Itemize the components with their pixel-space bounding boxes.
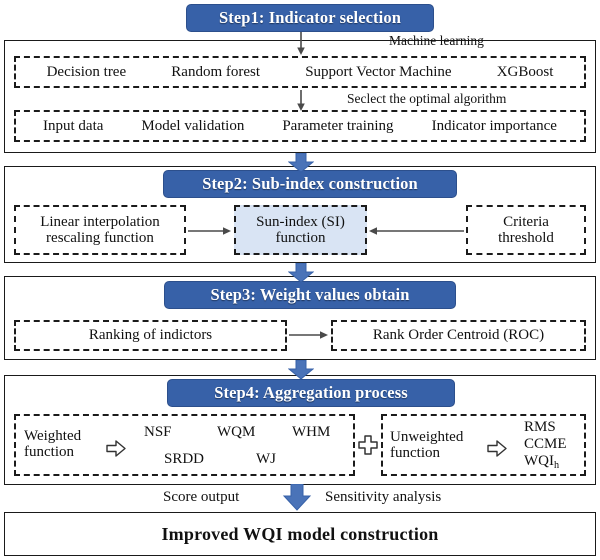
step4-weighted-box: Weighted function NSF WQM WHM SRDD WJ	[14, 414, 355, 476]
footer-sensitivity-analysis-label: Sensitivity analysis	[325, 489, 442, 505]
step2-sub-index-text: Sun-index (SI) function	[256, 214, 345, 246]
step2-header: Step2: Sub-index construction	[163, 170, 457, 198]
connector-arrow-step2-step3	[288, 263, 314, 283]
step2-left-line1: Linear interpolation	[40, 213, 160, 230]
hollow-right-arrow-icon-weighted	[106, 440, 126, 457]
result-bar-text: Improved WQI model construction	[161, 523, 439, 544]
step2-center-line1: Sun-index (SI)	[256, 213, 345, 230]
weighted-method-whm: WHM	[292, 424, 331, 440]
step2-criteria-threshold-box: Criteria threshold	[466, 205, 586, 255]
step2-linear-interpolation-box: Linear interpolation rescaling function	[14, 205, 186, 255]
footer-score-output-label: Score output	[163, 489, 240, 505]
pipeline-input-data: Input data	[43, 117, 104, 134]
step2-right-line2: threshold	[498, 230, 554, 246]
step1-arrow2-label: Seclect the optimal algorithm	[347, 91, 507, 106]
step2-left-line2: rescaling function	[46, 230, 154, 246]
step3-roc-box: Rank Order Centroid (ROC)	[331, 320, 586, 351]
step2-criteria-text: Criteria threshold	[498, 214, 554, 246]
step2-arrow-right-to-center	[369, 227, 464, 235]
weighted-method-wqm: WQM	[217, 424, 256, 440]
step1-arrow1-label: Machine learning	[389, 33, 484, 48]
result-bar: Improved WQI model construction	[4, 512, 596, 556]
step1-arrow-machine-learning	[297, 32, 305, 55]
step4-unweighted-line1: Unweighted	[390, 429, 464, 445]
step1-pipeline-list: Input data Model validation Parameter tr…	[16, 112, 584, 140]
unweighted-method-ccme: CCME	[524, 435, 567, 452]
pipeline-model-validation: Model validation	[141, 117, 245, 134]
step2-sub-index-box: Sun-index (SI) function	[234, 205, 367, 255]
step4-unweighted-methods: RMS CCME WQIh	[524, 419, 567, 471]
step3-roc-text: Rank Order Centroid (ROC)	[372, 327, 545, 344]
step1-algorithms-list: Decision tree Random forest Support Vect…	[16, 58, 584, 86]
pipeline-indicator-importance: Indicator importance	[431, 117, 557, 134]
connector-arrow-step4-result	[282, 484, 312, 511]
weighted-method-nsf: NSF	[144, 424, 172, 440]
step2-right-line1: Criteria	[503, 213, 549, 230]
step4-weighted-line2: function	[24, 444, 74, 461]
step2-linear-interpolation-text: Linear interpolation rescaling function	[40, 214, 160, 246]
step4-header: Step4: Aggregation process	[167, 379, 455, 407]
algorithm-decision-tree: Decision tree	[46, 63, 127, 80]
algorithm-svm: Support Vector Machine	[305, 63, 452, 80]
connector-arrow-step1-step2	[288, 153, 314, 173]
unweighted-method-wqi-subscript: h	[554, 459, 560, 471]
algorithm-xgboost: XGBoost	[496, 63, 554, 80]
weighted-method-srdd: SRDD	[164, 451, 205, 467]
unweighted-method-rms: RMS	[524, 419, 556, 435]
step1-arrow-select-optimal	[297, 90, 305, 111]
step3-arrow-ranking-to-roc	[289, 331, 328, 339]
unweighted-method-wqi: WQIh	[524, 453, 567, 471]
plus-sign-icon	[358, 435, 378, 455]
hollow-right-arrow-icon-unweighted	[487, 440, 507, 457]
step4-unweighted-label: Unweighted function	[390, 429, 463, 461]
step3-ranking-box: Ranking of indictors	[14, 320, 287, 351]
step1-pipeline-box: Input data Model validation Parameter tr…	[14, 110, 586, 142]
unweighted-method-wqi-base: WQI	[524, 452, 554, 469]
weighted-method-wj: WJ	[256, 451, 276, 467]
step2-center-line2: function	[275, 230, 326, 246]
step1-header: Step1: Indicator selection	[186, 4, 434, 32]
step4-weighted-line1: Weighted	[24, 428, 82, 444]
connector-arrow-step3-step4	[288, 360, 314, 380]
step1-algorithms-box: Decision tree Random forest Support Vect…	[14, 56, 586, 88]
step3-ranking-text: Ranking of indictors	[88, 327, 213, 344]
algorithm-random-forest: Random forest	[171, 63, 261, 80]
step3-header: Step3: Weight values obtain	[164, 281, 456, 309]
pipeline-parameter-training: Parameter training	[282, 117, 394, 134]
step4-weighted-label: Weighted function	[24, 428, 81, 460]
step4-unweighted-box: Unweighted function RMS CCME WQIh	[381, 414, 586, 476]
step2-arrow-left-to-center	[188, 227, 231, 235]
step4-unweighted-line2: function	[390, 445, 440, 462]
